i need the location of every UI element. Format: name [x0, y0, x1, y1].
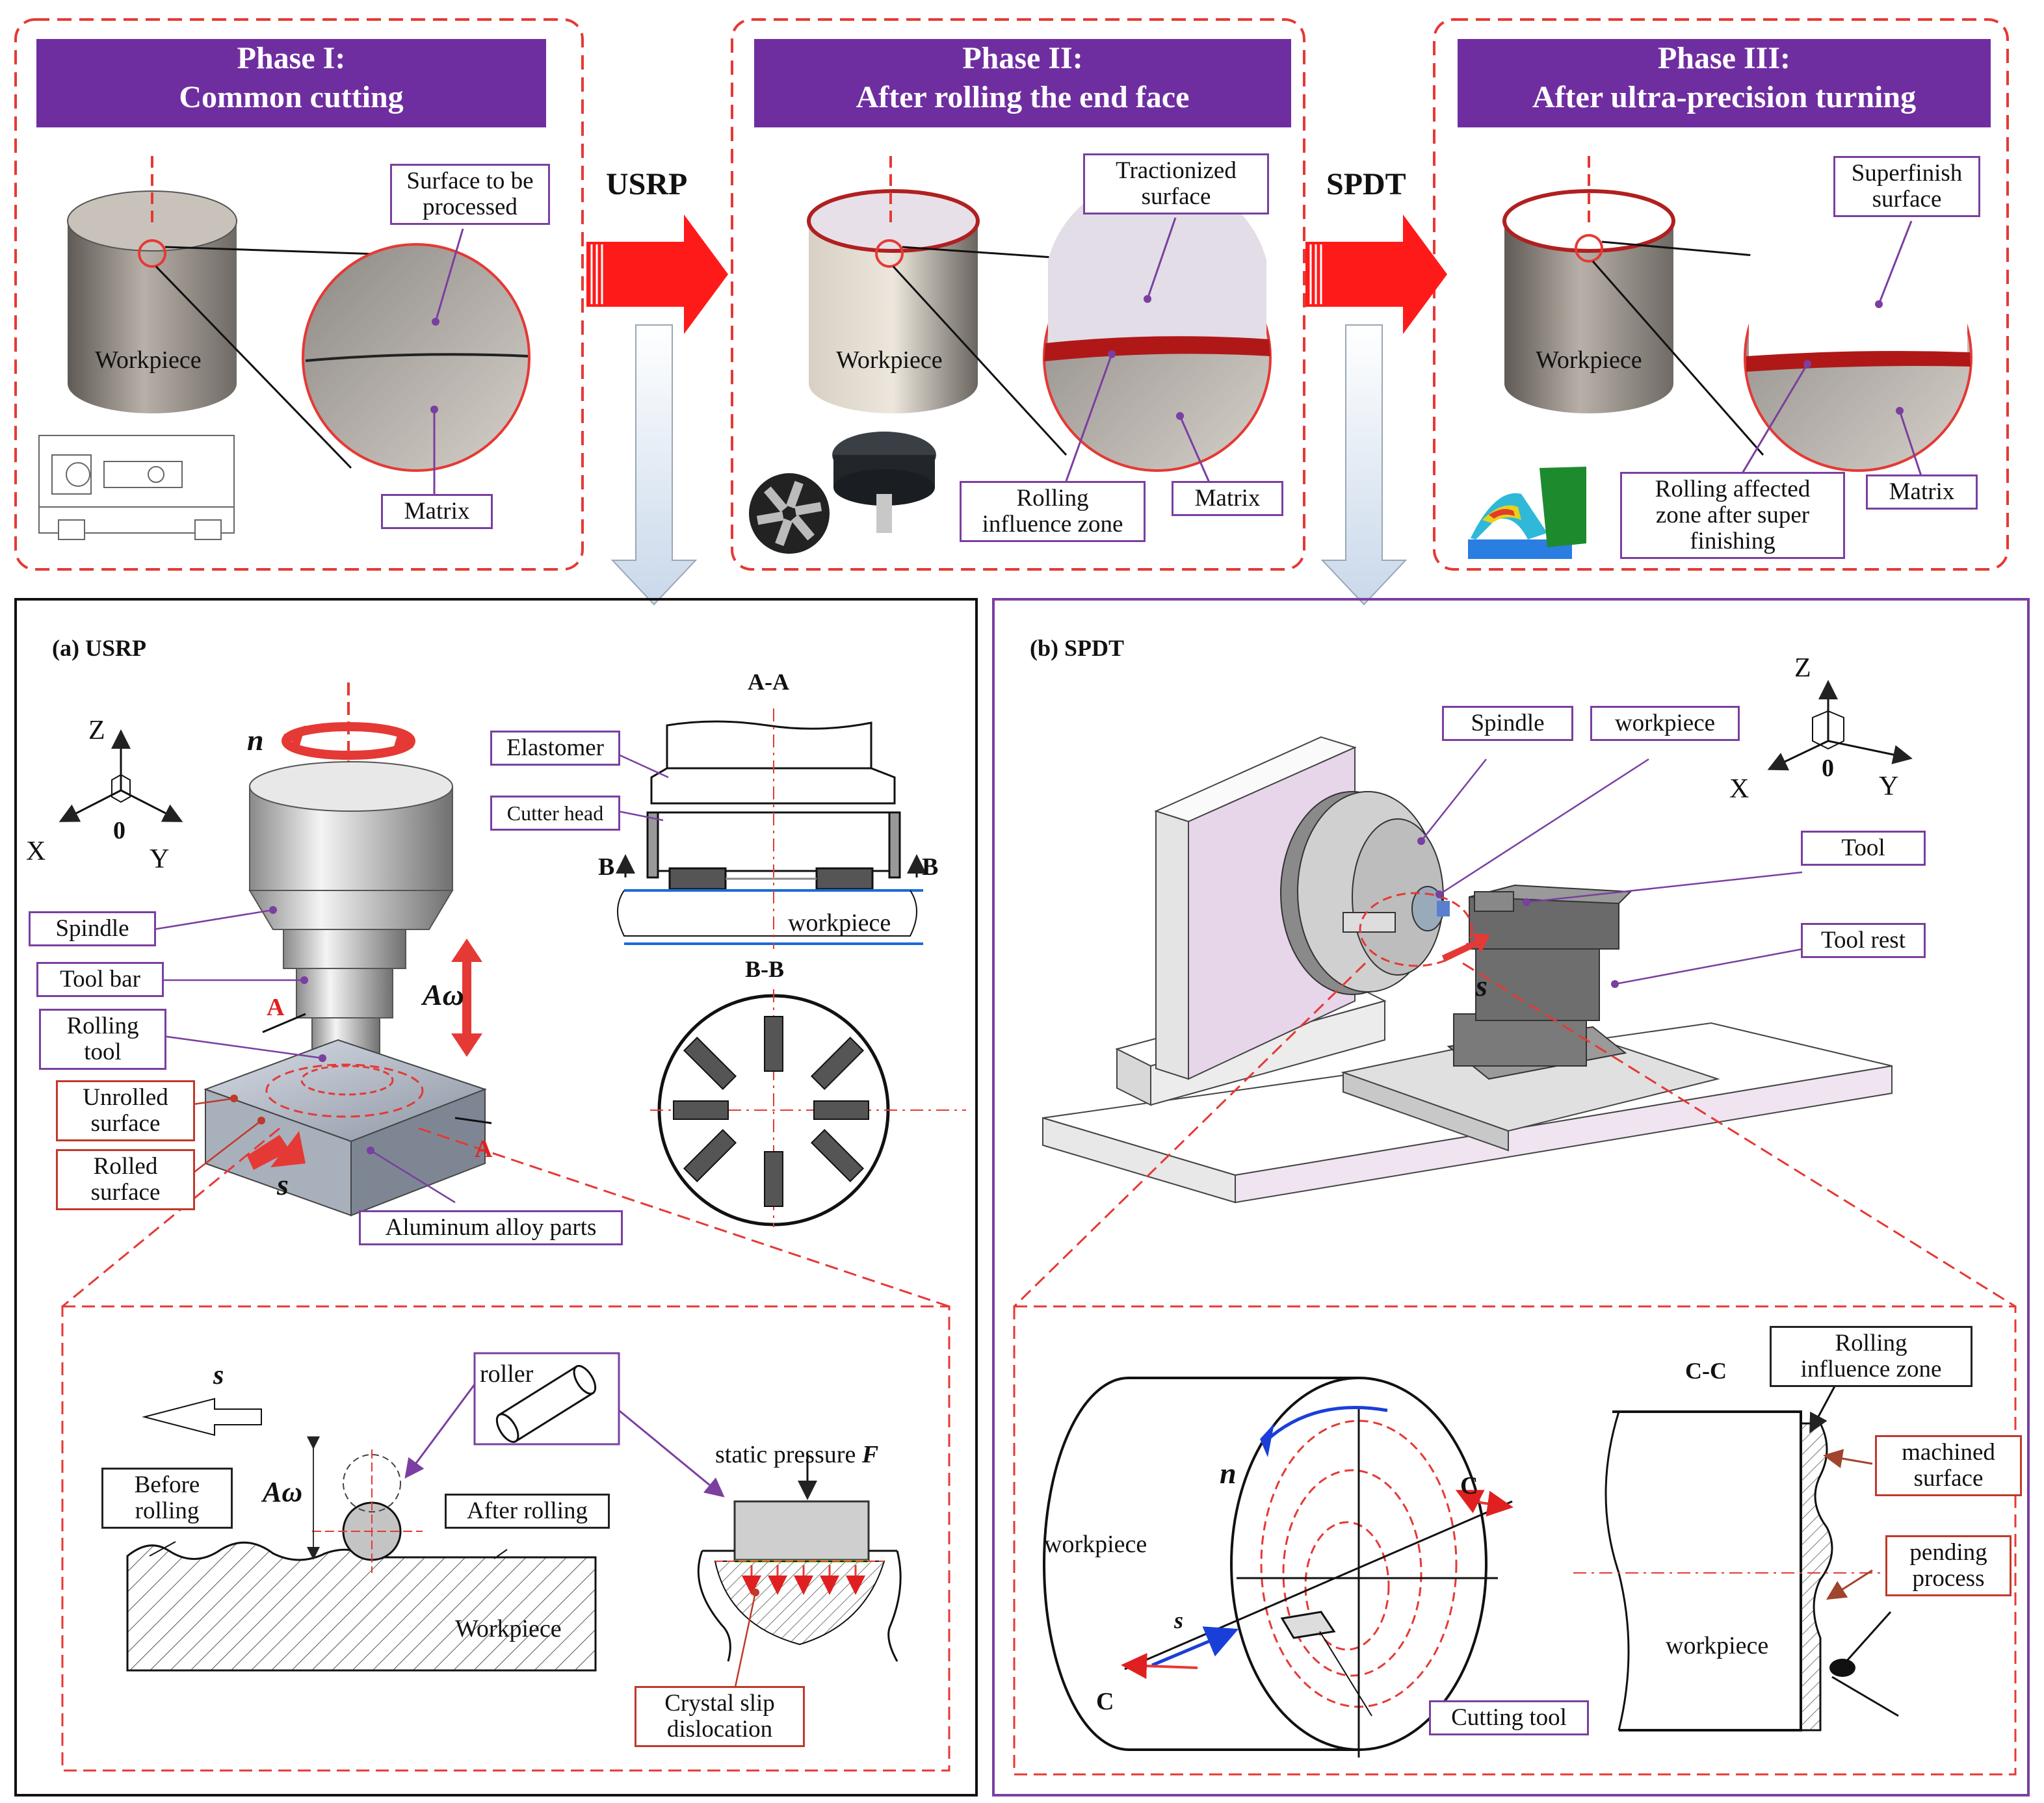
spdt-detail-n: n [1220, 1457, 1237, 1490]
usrp-rolled-label: Rolled surface [56, 1149, 195, 1210]
usrp-s-label: s [277, 1168, 289, 1201]
usrp-parts-label: Aluminum alloy parts [359, 1210, 623, 1245]
usrp-detail-roller: roller [480, 1360, 534, 1388]
spdt-detail-cuttingtool: Cutting tool [1429, 1700, 1589, 1735]
usrp-a-mark-2: A [475, 1135, 493, 1163]
usrp-panel-title: (a) USRP [52, 635, 146, 661]
spdt-detail-rollingzone: Rolling influence zone [1770, 1326, 1972, 1387]
spdt-detail-drawing [1043, 1376, 1899, 1758]
usrp-axes [59, 729, 183, 822]
spdt-axis-o: 0 [1822, 755, 1834, 782]
usrp-axis-x: X [26, 837, 46, 866]
usrp-toolbar-label: Tool bar [36, 962, 164, 997]
spdt-panel-title: (b) SPDT [1030, 635, 1125, 661]
phase1-workpiece-label: Workpiece [95, 346, 202, 374]
spdt-detail-c2: C [1096, 1688, 1114, 1715]
usrp-n-label: n [247, 723, 264, 757]
section-b-mark-1: B [598, 853, 615, 881]
spdt-spindle-label: Spindle [1442, 706, 1573, 741]
usrp-spindle-label: Spindle [29, 911, 156, 946]
spdt-arrow-graphic [1305, 214, 1447, 334]
section-bb-drawing [650, 989, 966, 1227]
cutter-head-label: Cutter head [490, 796, 620, 831]
phase3-matrix-label: Matrix [1866, 474, 1978, 510]
section-b-mark-2: B [922, 853, 939, 881]
spdt-detail-pending: pending process [1885, 1535, 2011, 1596]
phase1-cylinder [38, 156, 531, 540]
section-aa-title: A-A [748, 669, 789, 695]
elastomer-label: Elastomer [490, 731, 620, 766]
phase3-workpiece-label: Workpiece [1536, 346, 1642, 374]
usrp-spindle-drawing [153, 682, 492, 1217]
spdt-detail-machined: machined surface [1875, 1435, 2022, 1496]
usrp-axis-z: Z [88, 716, 105, 746]
phase3-zone-label: Rolling affected zone after super finish… [1620, 472, 1845, 559]
spdt-detail-frame [1013, 962, 2017, 1776]
usrp-detail-frame [61, 1127, 950, 1772]
usrp-axis-o: 0 [113, 817, 125, 844]
spdt-axis-z: Z [1794, 653, 1811, 683]
usrp-arrow-graphic [586, 214, 728, 334]
section-cc-title: C-C [1685, 1358, 1727, 1384]
phase1-matrix-label: Matrix [381, 494, 493, 529]
spdt-tool-label: Tool [1801, 831, 1926, 866]
usrp-detail-s: s [213, 1360, 224, 1390]
usrp-detail-workpiece: Workpiece [455, 1615, 562, 1642]
usrp-axis-y: Y [150, 844, 170, 874]
usrp-detail-drawing [126, 1352, 902, 1691]
usrp-arrow-label: USRP [606, 167, 688, 201]
spdt-machine-drawing [1042, 736, 1893, 1204]
section-aa-workpiece: workpiece [788, 909, 891, 937]
usrp-detail-crystal: Crystal slip dislocation [635, 1686, 805, 1747]
usrp-detail-aomega: Aω [263, 1476, 303, 1508]
spdt-arrow-label: SPDT [1326, 167, 1406, 201]
spdt-toolrest-label: Tool rest [1801, 923, 1926, 958]
section-bb-title: B-B [745, 956, 785, 982]
phase2-cylinder [749, 156, 1272, 554]
phase1-surface-label: Surface to be processed [390, 164, 550, 225]
spdt-axis-y: Y [1879, 772, 1899, 801]
usrp-detail-before: Before rolling [101, 1468, 233, 1529]
usrp-detail-pressure: static pressure F [715, 1412, 878, 1469]
spdt-s-label: s [1476, 969, 1487, 1002]
spdt-axes [1767, 680, 1913, 771]
phase2-surface-label: Tractionized surface [1083, 153, 1269, 214]
spdt-detail-c1: C [1460, 1472, 1478, 1499]
phase3-cylinder [1468, 156, 1972, 559]
spdt-detail-workpiece: workpiece [1044, 1531, 1147, 1558]
spdt-workpiece-label: workpiece [1590, 706, 1740, 741]
usrp-aomega-label: Aω [423, 978, 464, 1011]
section-cc-workpiece: workpiece [1666, 1632, 1769, 1659]
usrp-unrolled-label: Unrolled surface [56, 1080, 195, 1141]
phase2-zone-label: Rolling influence zone [960, 481, 1146, 542]
phase2-matrix-label: Matrix [1172, 481, 1283, 516]
usrp-a-mark-1: A [267, 994, 285, 1021]
phase1-title: Phase I: Common cutting [36, 39, 546, 127]
usrp-detail-pressure-f: F [861, 1441, 879, 1468]
phase3-title: Phase III: After ultra-precision turning [1458, 39, 1991, 127]
usrp-detail-pressure-text: static pressure [715, 1441, 862, 1468]
spdt-axis-x: X [1729, 774, 1749, 804]
usrp-rollingtool-label: Rolling tool [39, 1009, 166, 1070]
phase3-surface-label: Superfinish surface [1833, 156, 1980, 217]
spdt-detail-s: s [1174, 1607, 1184, 1633]
phase2-workpiece-label: Workpiece [836, 346, 943, 374]
phase2-title: Phase II: After rolling the end face [754, 39, 1291, 127]
usrp-detail-after: After rolling [445, 1494, 610, 1529]
section-aa-drawing [608, 708, 926, 949]
